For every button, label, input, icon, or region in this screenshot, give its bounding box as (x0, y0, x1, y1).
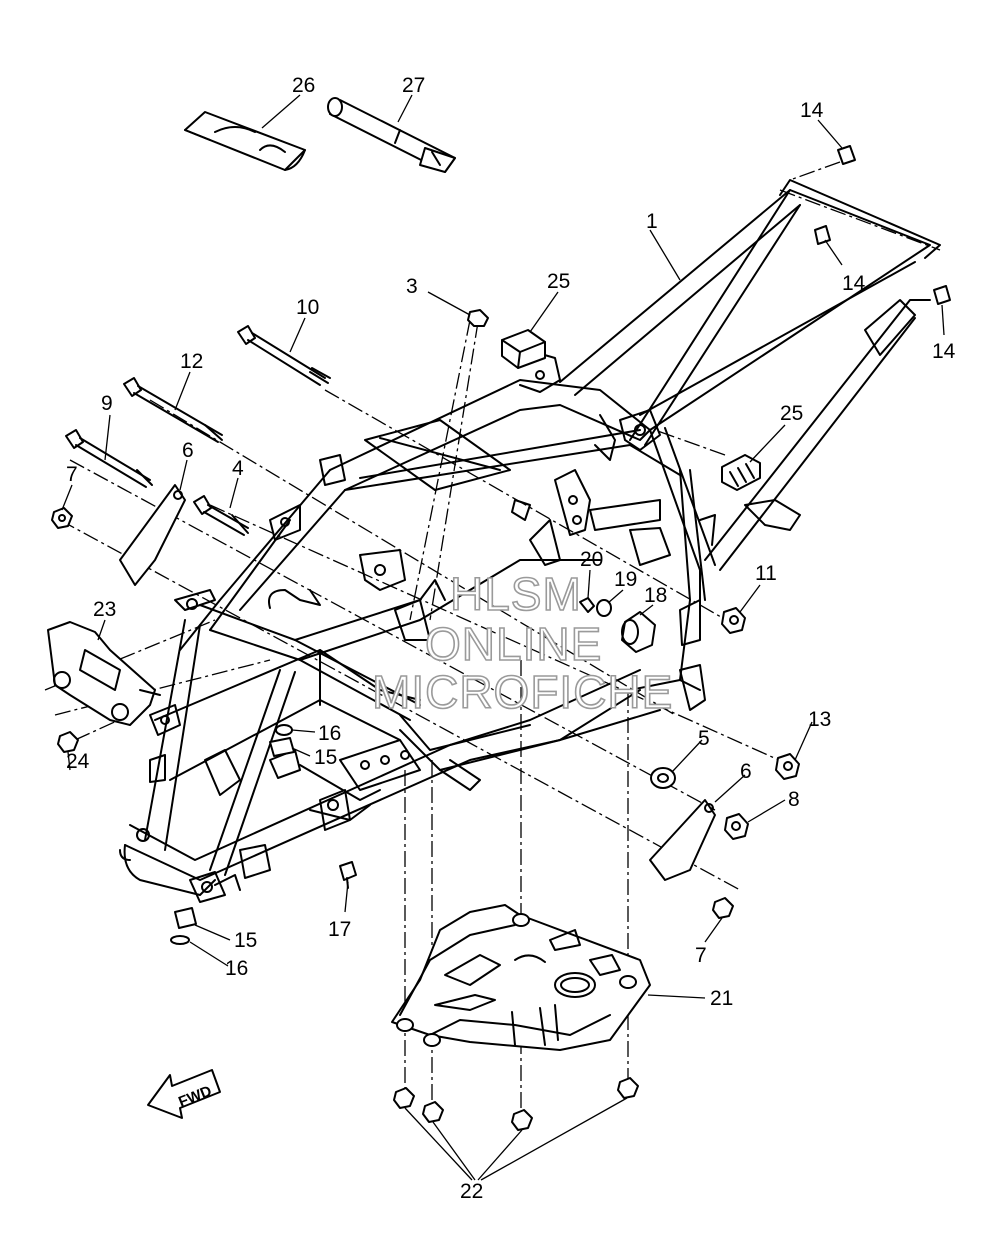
part-24-bolt (57, 731, 79, 753)
callout-17: 17 (328, 918, 351, 941)
callout-14-top: 14 (800, 99, 824, 122)
part-23-engine-bracket (47, 621, 161, 726)
part-6-bracket-left (119, 484, 186, 586)
part-27-tool-tube (327, 97, 456, 173)
callout-1: 1 (646, 210, 658, 233)
callout-14-right: 14 (932, 340, 956, 363)
main-frame (119, 179, 941, 903)
part-15-16-plug-lower (170, 907, 197, 945)
part-20-bolt (579, 597, 595, 613)
callout-12: 12 (180, 350, 203, 373)
part-8-nut (724, 813, 749, 840)
callout-16-upper: 16 (318, 722, 341, 745)
callout-4: 4 (232, 457, 244, 480)
callout-8: 8 (788, 788, 800, 811)
callout-5: 5 (698, 727, 710, 750)
callout-22: 22 (460, 1180, 483, 1203)
part-12-bolt (123, 377, 223, 443)
watermark-line-2: ONLINE (425, 618, 602, 670)
part-9-bolt (65, 429, 153, 488)
part-22-bolts (393, 1077, 639, 1131)
watermark: HLSM ONLINE MICROFICHE (371, 567, 673, 719)
callout-23: 23 (93, 598, 116, 621)
part-7-flange-nut-right (712, 897, 734, 919)
callout-9: 9 (101, 392, 113, 415)
callout-7-left: 7 (66, 463, 78, 486)
callout-25-lower: 25 (780, 402, 803, 425)
forward-direction-arrow-icon: FWD (147, 1069, 221, 1119)
callout-6-right: 6 (740, 760, 752, 783)
watermark-line-1: HLSM (450, 568, 582, 620)
callout-14-mid: 14 (842, 272, 866, 295)
part-5-collar (650, 767, 676, 789)
part-15-16-plug-upper (269, 724, 295, 757)
part-21-skid-plate (391, 904, 651, 1051)
part-6-bracket-right (649, 799, 716, 881)
callout-19: 19 (614, 568, 637, 591)
callout-26: 26 (292, 74, 315, 97)
part-26-owner-manual-pouch (184, 111, 306, 171)
part-10-bolt (237, 325, 331, 386)
part-3-bolt (467, 309, 489, 327)
callout-25-upper: 25 (547, 270, 570, 293)
part-11-nut (721, 607, 746, 634)
callout-18: 18 (644, 584, 667, 607)
callout-11: 11 (755, 562, 777, 585)
callout-27: 27 (402, 74, 425, 97)
callout-labels: 26 27 14 1 14 14 3 25 10 12 9 25 6 4 7 2… (66, 74, 956, 1203)
part-19-washer (596, 599, 612, 617)
leader-lines (61, 94, 945, 1181)
part-18-rubber-mount (621, 611, 656, 653)
callout-20: 20 (580, 548, 603, 571)
part-7-flange-nut-left (51, 507, 73, 529)
callout-15-upper: 15 (314, 746, 337, 769)
callout-10: 10 (296, 296, 319, 319)
callout-7-right: 7 (695, 944, 707, 967)
part-14-grommets (814, 145, 951, 305)
part-25-clamp-lower (721, 454, 761, 491)
callout-15-lower: 15 (234, 929, 257, 952)
callout-16-lower: 16 (225, 957, 248, 980)
callout-13: 13 (808, 708, 831, 731)
callout-6-left: 6 (182, 439, 194, 462)
watermark-line-3: MICROFICHE (372, 666, 673, 718)
callout-24: 24 (66, 750, 90, 773)
callout-3: 3 (406, 275, 418, 298)
callout-21: 21 (710, 987, 733, 1010)
part-4-bolt (193, 495, 249, 536)
part-25-clamp-upper (501, 329, 546, 369)
part-13-nut (775, 753, 800, 780)
